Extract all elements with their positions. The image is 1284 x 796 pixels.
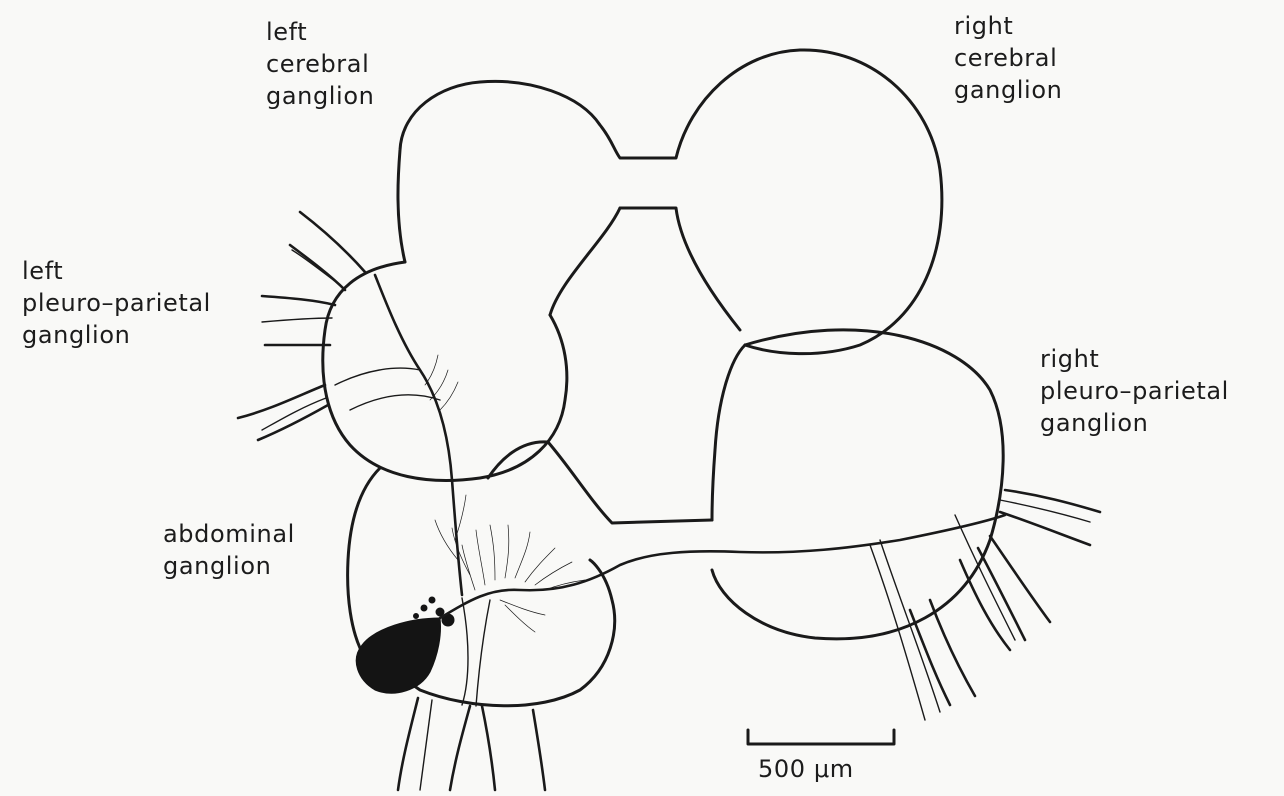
label-line: ganglion	[163, 550, 295, 582]
cell-dot	[421, 605, 427, 611]
label-line: ganglion	[266, 80, 374, 112]
label-line: ganglion	[954, 74, 1062, 106]
abdominal-ganglion-upper-edge	[488, 442, 548, 478]
cell-dot	[414, 614, 419, 619]
right-pleuro-parietal-outline	[712, 330, 1003, 639]
left-pleuro-nerves	[238, 212, 365, 440]
label-left-cerebral-ganglion: left cerebral ganglion	[266, 16, 374, 112]
label-line: ganglion	[22, 319, 211, 351]
left-pleuro-parietal-outline	[323, 262, 567, 480]
giant-cell-body	[356, 618, 440, 693]
pleuro-visceral-connective	[548, 442, 712, 523]
label-line: pleuro–parietal	[1040, 375, 1229, 407]
axon-branch-pleural	[335, 368, 420, 385]
label-right-cerebral-ganglion: right cerebral ganglion	[954, 10, 1062, 106]
commissure-lower-edge	[620, 208, 740, 330]
label-line: ganglion	[1040, 407, 1229, 439]
axon-branch-pleural-2	[350, 395, 440, 410]
label-line: cerebral	[954, 42, 1062, 74]
scale-bar-label: 500 μm	[758, 755, 854, 783]
label-line: left	[266, 16, 374, 48]
label-abdominal-ganglion: abdominal ganglion	[163, 518, 295, 582]
scale-bar	[748, 730, 894, 744]
label-line: right	[954, 10, 1062, 42]
label-line: right	[1040, 343, 1229, 375]
left-cerebral-ganglion-outline	[398, 50, 942, 354]
cell-dot	[436, 608, 444, 616]
right-pleuro-nerves	[910, 490, 1100, 705]
label-left-pleuro-parietal-ganglion: left pleuro–parietal ganglion	[22, 255, 211, 351]
axon-branch-left-cerebral	[375, 275, 462, 595]
cell-dot	[429, 597, 435, 603]
left-cerebral-lower-edge	[550, 208, 620, 315]
label-line: pleuro–parietal	[22, 287, 211, 319]
label-line: left	[22, 255, 211, 287]
label-line: abdominal	[163, 518, 295, 550]
main-axon	[440, 515, 1005, 618]
label-line: cerebral	[266, 48, 374, 80]
label-right-pleuro-parietal-ganglion: right pleuro–parietal ganglion	[1040, 343, 1229, 439]
right-pleuro-parietal-inner-edge	[712, 345, 745, 520]
abdominal-nerves	[398, 698, 545, 790]
